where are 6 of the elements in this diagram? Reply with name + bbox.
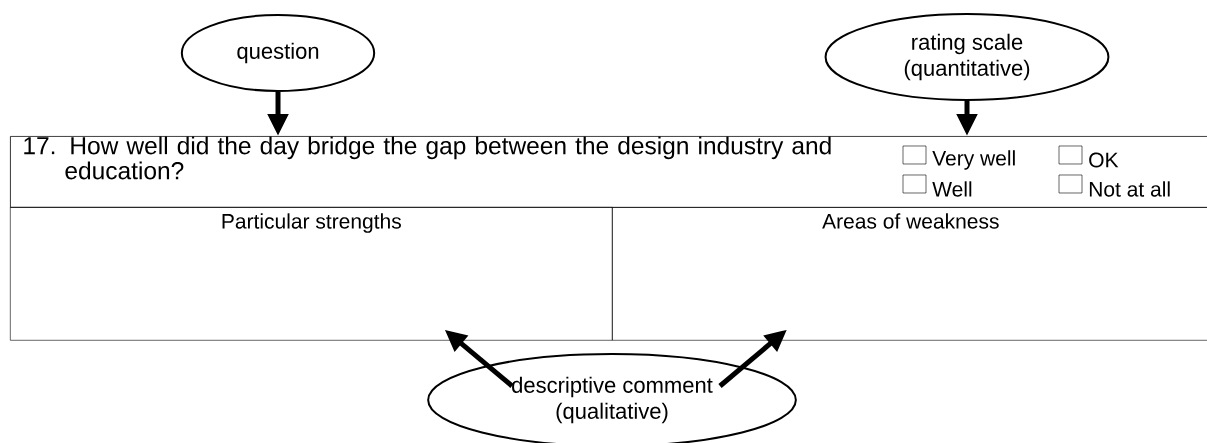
- comment-cell: Particular strengths: [10, 207, 613, 341]
- option-label: Well: [932, 181, 972, 197]
- option-label: OK: [1089, 152, 1119, 168]
- option-label: Very well: [932, 150, 1015, 170]
- comment-cell: Areas of weakness: [612, 207, 1207, 341]
- option-label: Not at all: [1089, 181, 1170, 197]
